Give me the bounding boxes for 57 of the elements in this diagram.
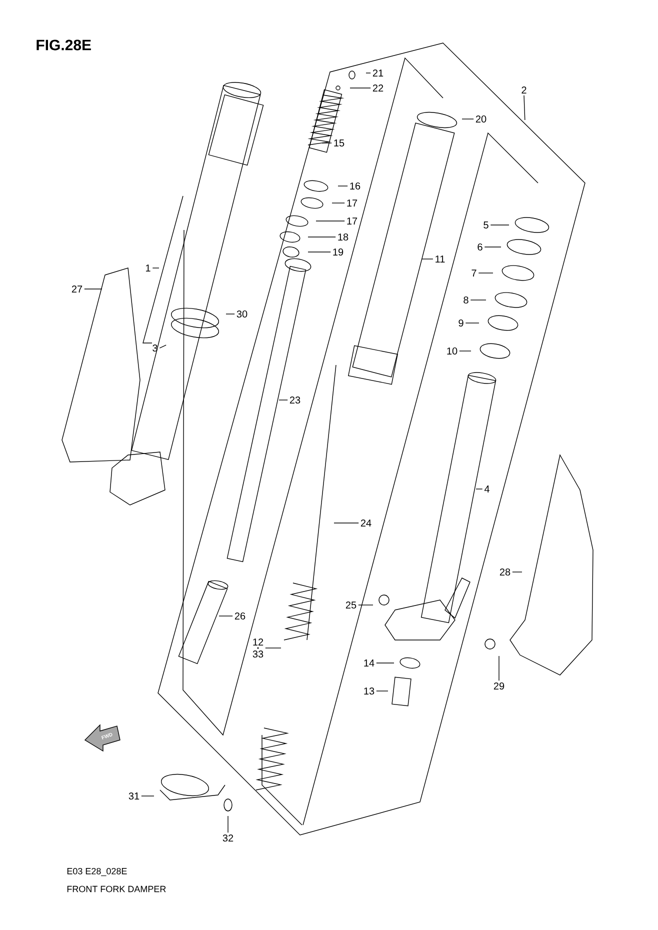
leader-line bbox=[308, 236, 336, 238]
callout-number: 6 bbox=[478, 243, 482, 251]
callout-number: 32 bbox=[222, 834, 234, 842]
leader-line bbox=[490, 224, 510, 226]
leader-line bbox=[358, 604, 374, 606]
callout-number: 13 bbox=[364, 687, 374, 695]
callout-number: 23 bbox=[290, 396, 300, 404]
callout-number: 25 bbox=[346, 601, 356, 609]
leader-line bbox=[316, 220, 345, 222]
callout-number: 20 bbox=[476, 115, 486, 123]
callout-number: 3 bbox=[152, 344, 158, 352]
drawing-code: E03 E28_028E bbox=[67, 868, 127, 876]
leader-line bbox=[159, 344, 166, 348]
leader-line bbox=[366, 72, 371, 74]
figure-number: FIG.28E bbox=[36, 40, 91, 50]
leader-line bbox=[376, 690, 388, 692]
callout-number: 14 bbox=[364, 660, 374, 666]
callout-number: 16 bbox=[350, 182, 360, 190]
leader-line bbox=[524, 95, 526, 120]
leader-line bbox=[498, 656, 500, 681]
leader-line bbox=[459, 350, 472, 352]
drawing-title: FRONT FORK DAMPER bbox=[67, 886, 166, 892]
leader-line bbox=[84, 288, 102, 290]
leader-line bbox=[476, 488, 483, 490]
callout-number: 2 bbox=[522, 86, 526, 94]
callout-number: 11 bbox=[436, 256, 445, 262]
leader-line bbox=[422, 258, 434, 260]
leader-line bbox=[484, 246, 502, 248]
leader-line bbox=[462, 118, 474, 120]
callout-number: 30 bbox=[236, 310, 248, 318]
callout-number: 28 bbox=[500, 568, 510, 576]
callout-number: 1 bbox=[146, 264, 150, 272]
leader-line bbox=[376, 662, 394, 664]
callout-number: 12 33 bbox=[252, 638, 264, 658]
callout-number: 19 bbox=[333, 248, 344, 256]
leader-line bbox=[334, 522, 359, 524]
callout-number: 31 bbox=[128, 792, 140, 800]
leader-line bbox=[332, 202, 345, 204]
callout-number: 9 bbox=[458, 319, 464, 327]
callout-number: 4 bbox=[484, 486, 490, 492]
callout-number: 7 bbox=[472, 270, 476, 276]
callout-number: 22 bbox=[372, 84, 384, 92]
callout-number: 24 bbox=[360, 520, 372, 526]
callout-number: 8 bbox=[464, 296, 468, 304]
callout-number: 21 bbox=[372, 70, 384, 76]
callout-number: 17 bbox=[347, 200, 358, 206]
leader-line bbox=[322, 142, 332, 144]
callout-number: 18 bbox=[338, 233, 348, 241]
callout-number: 10 bbox=[447, 347, 458, 355]
leader-line bbox=[465, 322, 480, 324]
leader-line bbox=[478, 272, 494, 274]
callout-number: 5 bbox=[484, 222, 488, 228]
callout-number: 29 bbox=[494, 682, 504, 690]
callout-number: 26 bbox=[234, 612, 246, 620]
callout-number: 27 bbox=[72, 286, 82, 292]
callout-number: 15 bbox=[334, 140, 344, 146]
callout-number: 17 bbox=[347, 218, 358, 224]
